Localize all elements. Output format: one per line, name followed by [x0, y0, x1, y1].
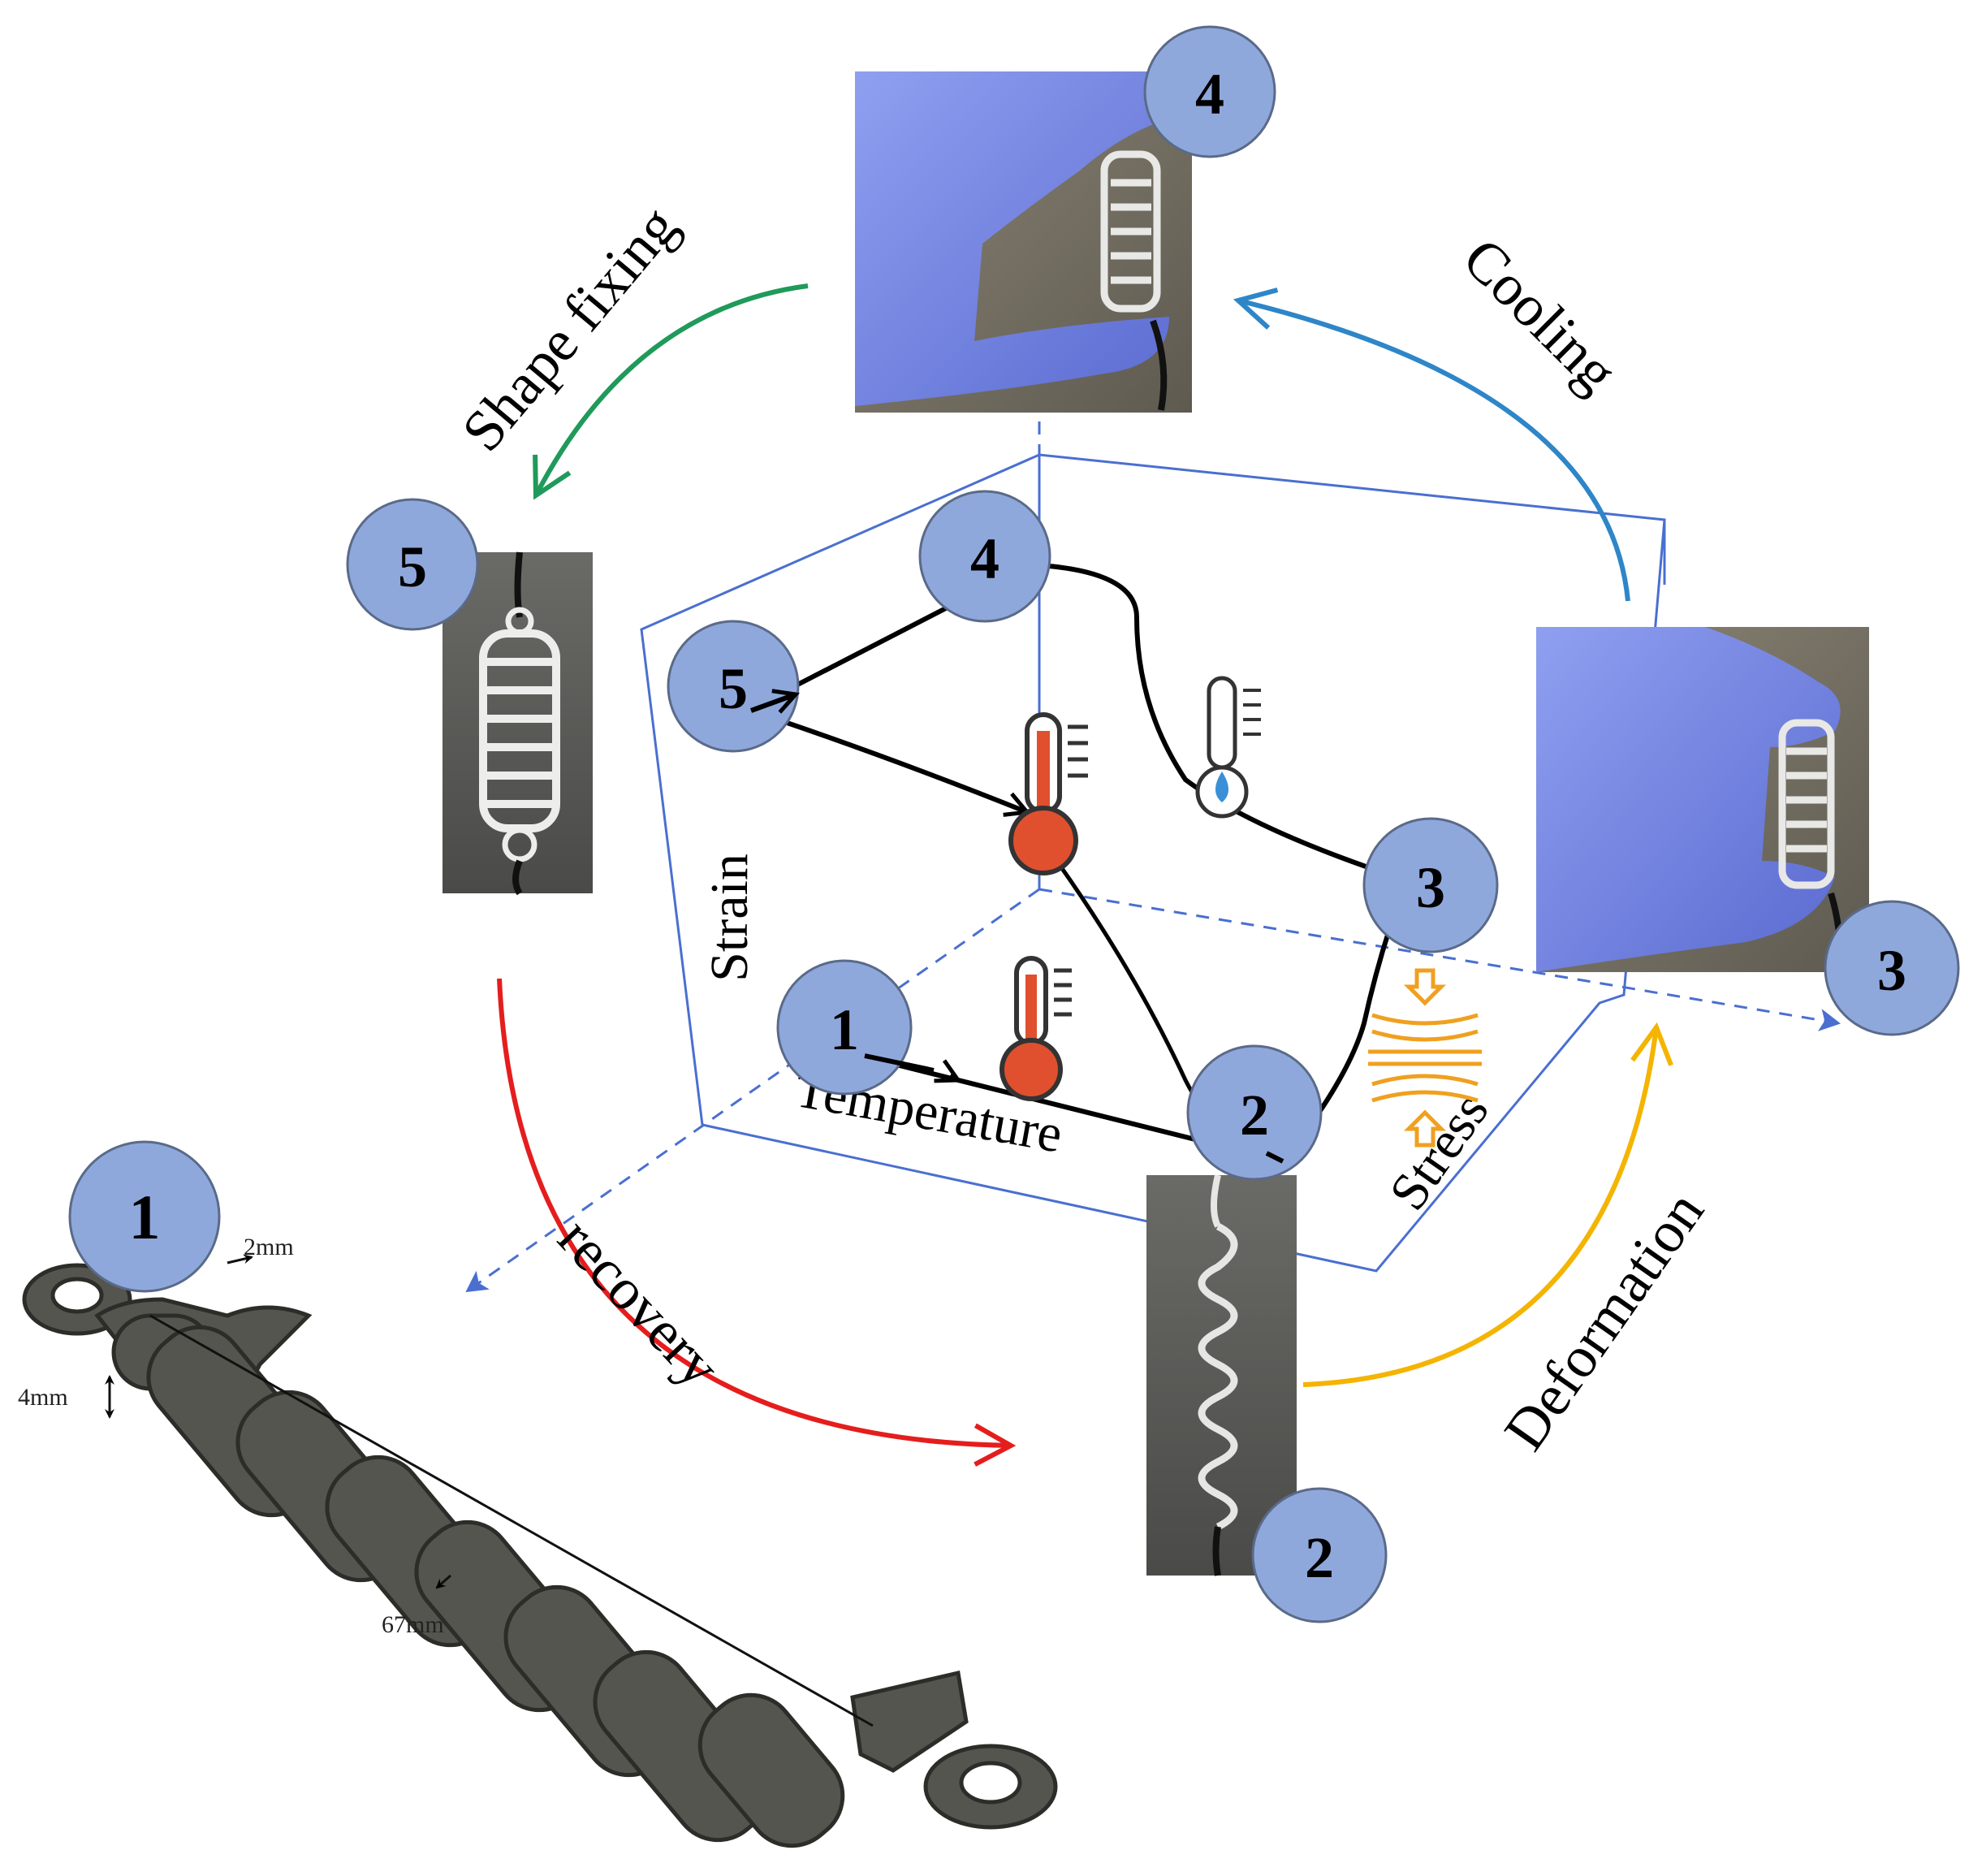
svg-text:4: 4	[970, 526, 999, 591]
recovery-label: recovery	[546, 1205, 732, 1399]
path-5-to-heat	[750, 708, 1031, 817]
svg-text:5: 5	[719, 656, 748, 721]
badge-model-1: 1	[68, 1140, 221, 1293]
photo-stage-3	[1536, 627, 1869, 973]
badge-photo-4: 4	[1143, 25, 1276, 158]
badge-cube-2: 2	[1186, 1044, 1323, 1181]
axes-cube	[640, 453, 1666, 1273]
svg-text:1: 1	[830, 997, 859, 1062]
badges: 4 5 3 2 1 1 2 3	[68, 25, 1960, 1623]
heat-thermometer-icon-2	[999, 956, 1072, 1101]
strain-axis-label: Strain	[700, 854, 759, 982]
svg-text:2: 2	[1240, 1083, 1269, 1148]
deformation-label: Deformation	[1492, 1180, 1716, 1462]
badge-photo-2: 2	[1251, 1487, 1388, 1623]
model-3d-render	[22, 1263, 1058, 1848]
shape-fixing-arrow	[533, 283, 809, 500]
dimension-width: 2mm	[244, 1234, 294, 1260]
heat-thermometer-icon	[1008, 712, 1088, 875]
svg-text:2: 2	[1305, 1525, 1334, 1590]
cube-dashed-axes	[465, 214, 1841, 1293]
dimension-height: 4mm	[18, 1384, 68, 1411]
path-3-to-4	[1018, 551, 1397, 880]
badge-cube-5: 5	[667, 620, 800, 753]
model-dimension-lines	[105, 1254, 874, 1727]
badge-photo-5: 5	[346, 498, 479, 631]
svg-text:1: 1	[129, 1182, 161, 1252]
shape-fixing-label: Shape fixing	[449, 194, 690, 464]
compression-stress-icon	[1368, 968, 1482, 1148]
cycle-path-overlay	[749, 689, 1284, 1164]
badge-photo-3: 3	[1824, 900, 1960, 1036]
badge-cube-3: 3	[1362, 817, 1499, 953]
svg-text:3: 3	[1877, 938, 1906, 1003]
badge-cube-1: 1	[776, 959, 913, 1096]
photo-stage-5	[443, 551, 593, 896]
path-1-back	[934, 1059, 962, 1083]
svg-text:3: 3	[1416, 855, 1445, 920]
cooling-arrow	[1233, 287, 1630, 602]
badge-cube-4: 4	[918, 490, 1051, 623]
recovery-arrow	[497, 978, 1017, 1467]
deformation-arrow	[1302, 1022, 1673, 1387]
svg-text:5: 5	[398, 534, 427, 599]
dimension-length: 67mm	[382, 1611, 444, 1638]
svg-text:4: 4	[1195, 62, 1224, 127]
photo-stage-4	[855, 71, 1192, 413]
cooling-label: Cooling	[1451, 226, 1630, 405]
cool-thermometer-icon	[1195, 676, 1261, 819]
stress-axis-label: Stress	[1378, 1082, 1500, 1221]
